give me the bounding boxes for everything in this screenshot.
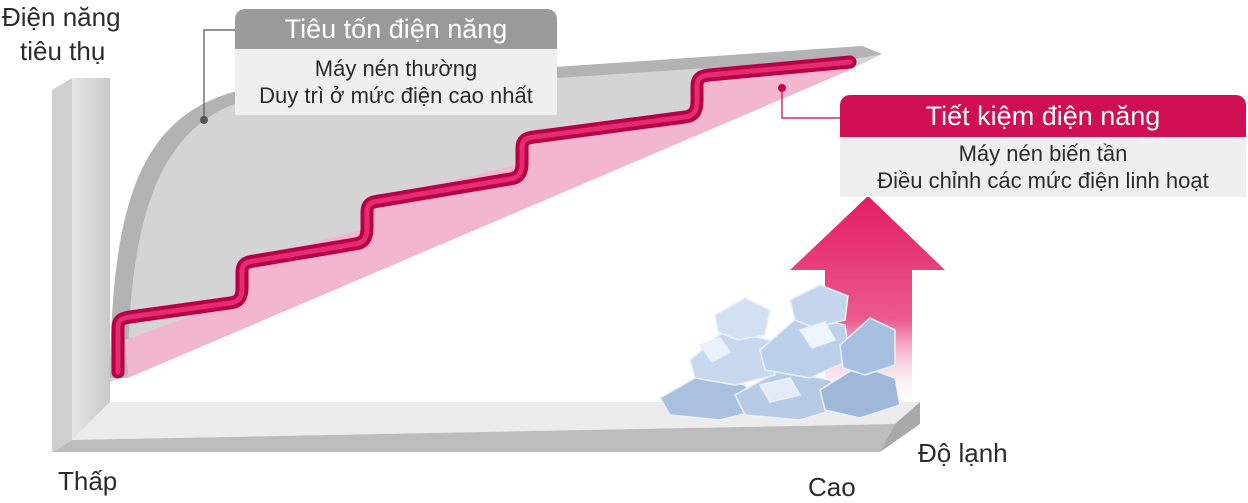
saving-area: [125, 62, 850, 378]
saving-box-line1: Máy nén biến tần: [958, 141, 1128, 166]
ice-cubes-icon: [658, 284, 901, 421]
saving-box-line2: Điều chỉnh các mức điện linh hoạt: [877, 168, 1209, 193]
saving-box-body: Máy nén biến tần Điều chỉnh các mức điện…: [840, 137, 1246, 197]
consumption-box-title: Tiêu tốn điện năng: [235, 9, 557, 49]
consumption-box-line2: Duy trì ở mức điện cao nhất: [259, 83, 533, 108]
y-axis-label-line2: tiêu thụ: [20, 36, 106, 66]
consumption-box-body: Máy nén thường Duy trì ở mức điện cao nh…: [235, 49, 557, 115]
x-low-label: Thấp: [58, 466, 118, 496]
x-axis-label: Độ lạnh: [918, 438, 1008, 468]
saving-leader: [778, 84, 840, 119]
y-axis-label-line1: Điện năng: [2, 2, 121, 32]
consumption-box-line1: Máy nén thường: [314, 56, 478, 81]
saving-box-title: Tiết kiệm điện năng: [840, 95, 1246, 137]
consumption-leader: [200, 29, 235, 124]
x-high-label: Cao: [808, 472, 856, 502]
stair-line-highlight: [115, 59, 853, 375]
